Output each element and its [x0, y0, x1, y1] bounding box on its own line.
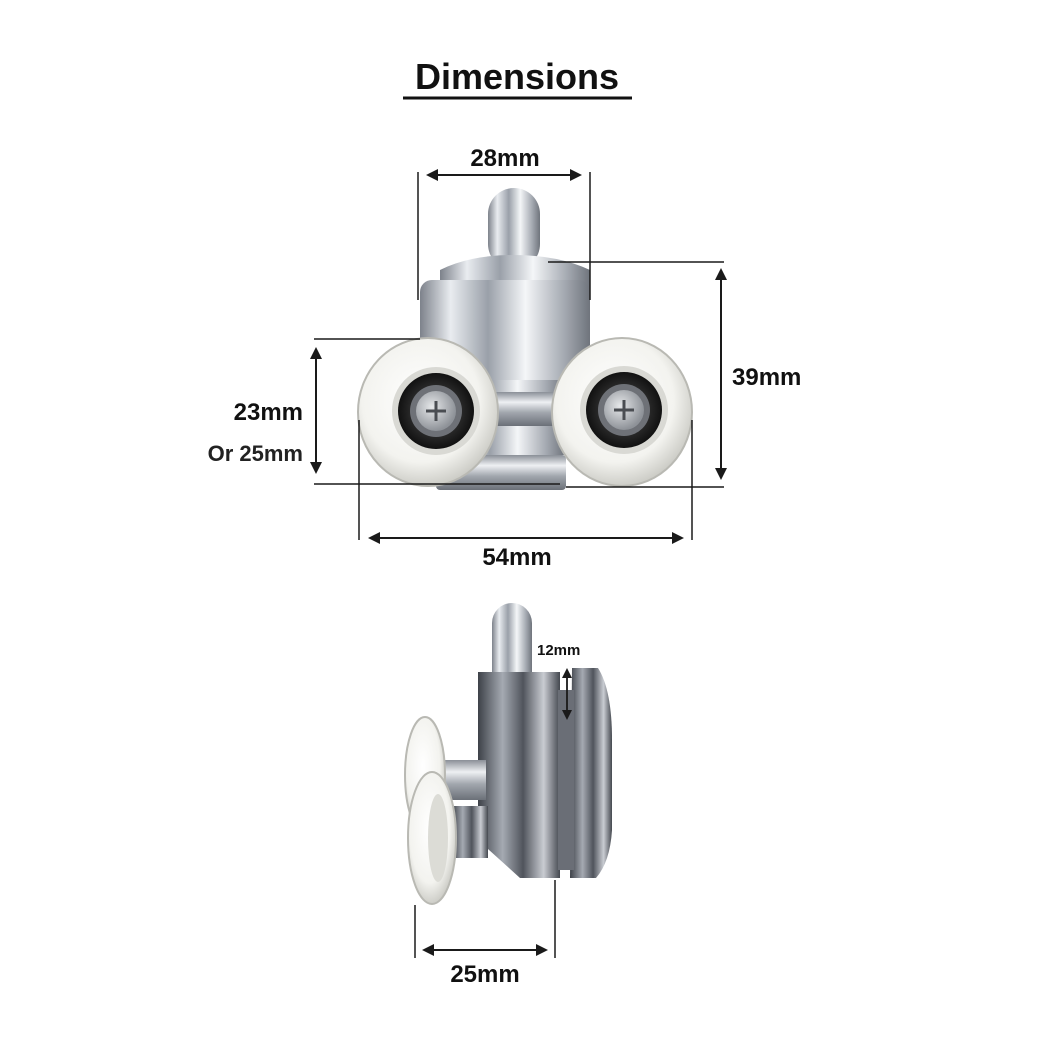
plate-gap-label: 12mm: [537, 642, 580, 659]
double-headed-arrow-icon: [426, 169, 582, 181]
top-width-label: 28mm: [470, 145, 539, 172]
clip-plate: [570, 668, 612, 878]
front-view-roller: [357, 188, 693, 490]
page-title: Dimensions: [415, 56, 619, 97]
double-headed-arrow-icon: [422, 944, 548, 956]
side-housing: [478, 672, 560, 878]
right-wheel: [551, 337, 693, 487]
side-mounting-pin: [492, 603, 532, 693]
side-view-roller: [404, 603, 612, 905]
wheel-diameter-label: 23mm: [234, 399, 303, 426]
double-headed-arrow-icon: [715, 268, 727, 480]
side-dimension-lines: [414, 880, 556, 958]
double-headed-arrow-icon: [368, 532, 684, 544]
wheel-diameter-alt-label: Or 25mm: [208, 441, 303, 466]
overall-width-label: 54mm: [482, 544, 551, 571]
depth-label: 25mm: [450, 961, 519, 988]
mounting-pin: [488, 188, 540, 270]
double-headed-arrow-icon: [562, 668, 572, 720]
double-headed-arrow-icon: [310, 347, 322, 474]
front-dimension-lines: [314, 172, 724, 540]
height-label: 39mm: [732, 364, 801, 391]
left-wheel: [357, 337, 499, 487]
